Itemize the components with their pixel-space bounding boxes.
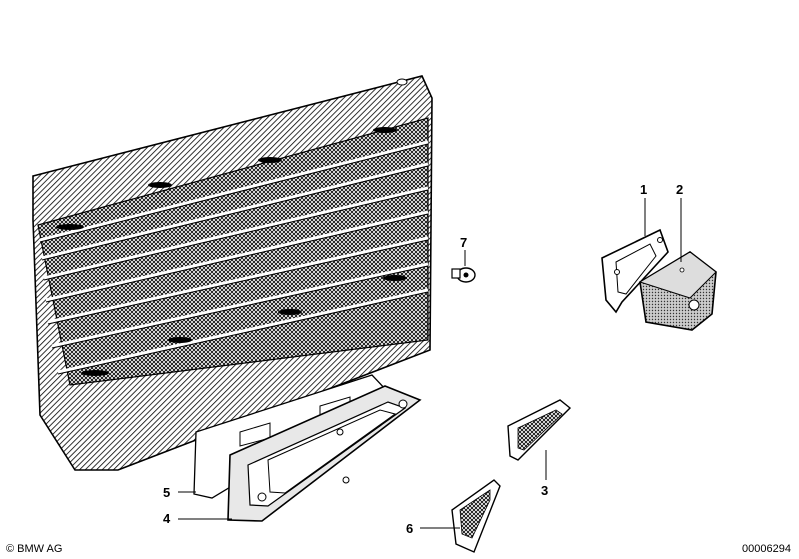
part-4-frame bbox=[227, 385, 422, 522]
callout-5: 5 bbox=[163, 485, 170, 500]
part-6-square-plate bbox=[451, 479, 501, 553]
door-trim-panel bbox=[32, 75, 433, 471]
part-1-bracket bbox=[601, 228, 669, 314]
part-3-plate bbox=[507, 399, 572, 461]
callout-1: 1 bbox=[640, 182, 647, 197]
callout-2: 2 bbox=[676, 182, 683, 197]
callout-3: 3 bbox=[541, 483, 548, 498]
callout-4: 4 bbox=[163, 511, 171, 526]
leader-lines bbox=[178, 198, 682, 529]
part-7-clip bbox=[451, 267, 476, 283]
callout-7: 7 bbox=[460, 235, 467, 250]
document-number: 00006294 bbox=[742, 543, 791, 555]
part-2-housing bbox=[638, 251, 717, 331]
copyright-label: © BMW AG bbox=[6, 543, 63, 555]
callout-6: 6 bbox=[406, 521, 413, 536]
